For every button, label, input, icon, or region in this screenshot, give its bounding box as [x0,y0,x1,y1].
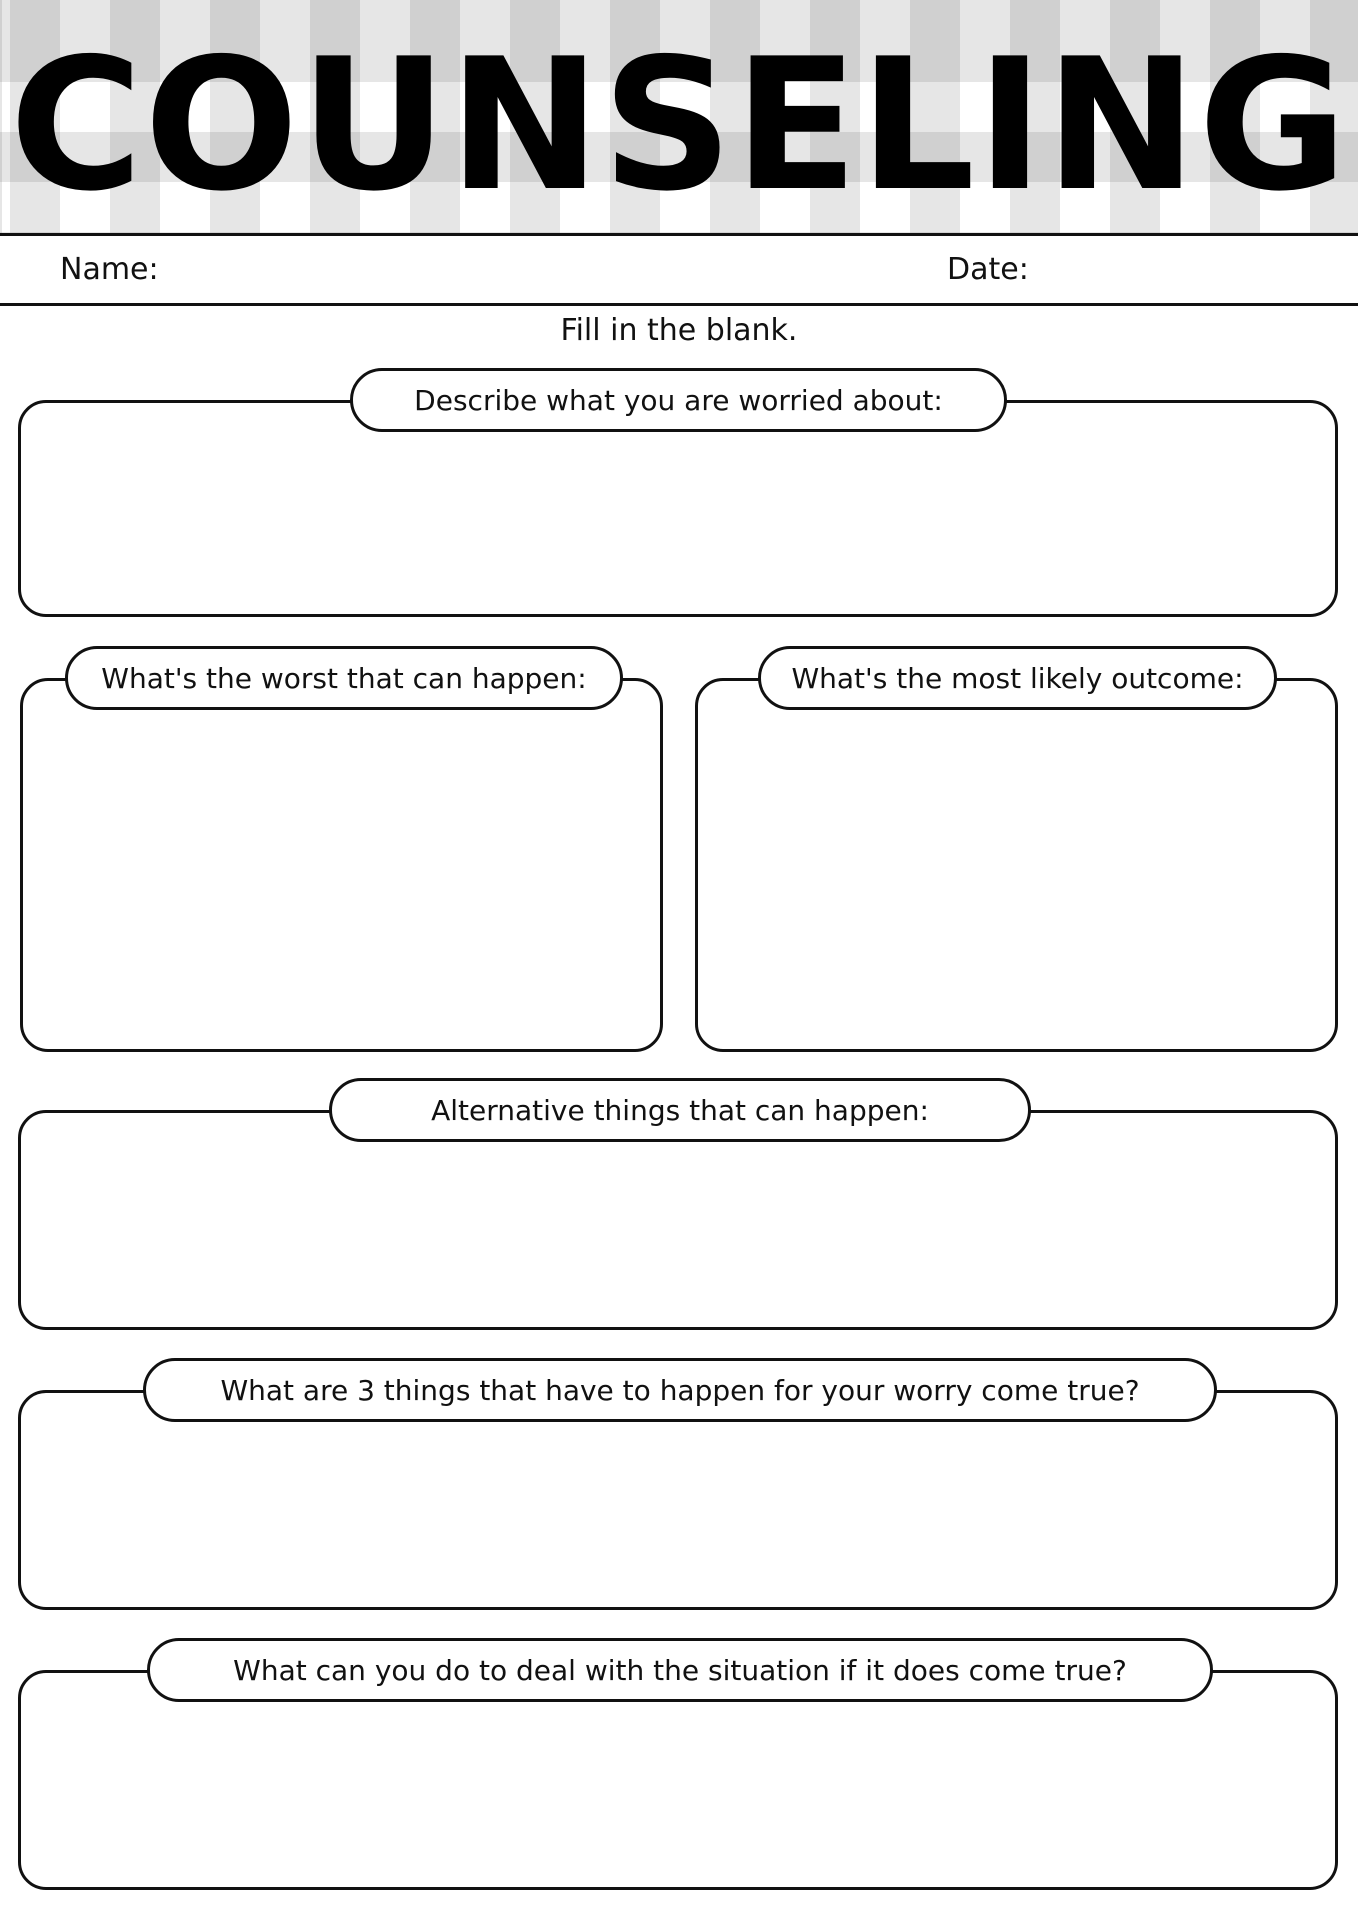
alternative-label: Alternative things that can happen: [431,1093,929,1127]
deal-label: What can you do to deal with the situati… [233,1653,1127,1687]
worst-write-area[interactable] [20,678,663,1052]
worry-label-pill: Describe what you are worried about: [350,368,1007,432]
three-things-label: What are 3 things that have to happen fo… [220,1373,1140,1407]
likely-write-area[interactable] [695,678,1338,1052]
name-date-row: Name: Date: [0,236,1358,306]
name-label: Name: [60,252,159,287]
worst-label-pill: What's the worst that can happen: [65,646,623,710]
worst-label: What's the worst that can happen: [101,661,587,695]
page-title: COUNSELING [9,19,1349,231]
deal-label-pill: What can you do to deal with the situati… [147,1638,1213,1702]
worry-write-area[interactable] [18,400,1338,617]
likely-label: What's the most likely outcome: [791,661,1244,695]
worry-label: Describe what you are worried about: [414,383,943,417]
three-things-write-area[interactable] [18,1390,1338,1610]
name-input-area[interactable] [160,236,920,303]
gingham-header-banner: COUNSELING [0,0,1358,236]
three-things-label-pill: What are 3 things that have to happen fo… [143,1358,1217,1422]
date-label: Date: [947,252,1029,287]
deal-write-area[interactable] [18,1670,1338,1890]
alternative-label-pill: Alternative things that can happen: [329,1078,1031,1142]
alternative-write-area[interactable] [18,1110,1338,1330]
likely-label-pill: What's the most likely outcome: [758,646,1277,710]
instruction-text: Fill in the blank. [560,312,798,348]
date-input-area[interactable] [1040,236,1340,303]
